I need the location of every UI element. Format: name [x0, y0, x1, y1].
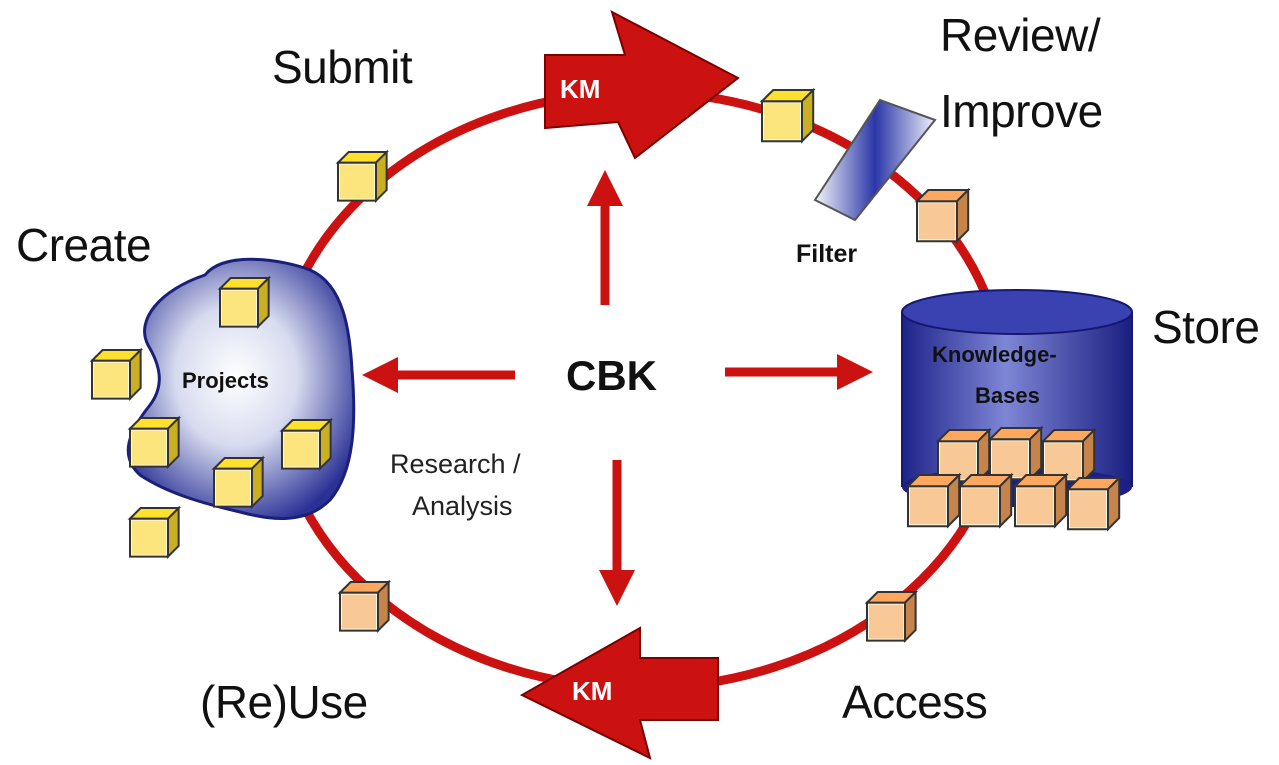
- km-top-label: KM: [560, 74, 600, 104]
- filter-label: Filter: [796, 240, 857, 268]
- cube-icon: [987, 425, 1044, 482]
- cube-icon: [1012, 472, 1069, 529]
- cube-icon: [279, 417, 334, 472]
- cube-icon: [89, 347, 144, 402]
- stage-access: Access: [842, 676, 988, 728]
- cube-icon: [935, 427, 992, 484]
- cube-icon: [957, 472, 1014, 529]
- projects-label: Projects: [182, 368, 269, 393]
- km-bottom-label: KM: [572, 676, 612, 706]
- filter-pane-icon: [813, 98, 937, 222]
- stage-create: Create: [16, 219, 152, 271]
- stage-reuse: (Re)Use: [200, 676, 368, 728]
- cube-icon: [864, 589, 919, 644]
- cube-icon: [914, 187, 971, 244]
- stage-review: Review/: [940, 9, 1101, 61]
- cubes-layer: [89, 87, 1122, 644]
- center-arrows: [362, 170, 873, 606]
- cube-icon: [127, 415, 182, 470]
- kb-label-1: Knowledge-: [932, 342, 1057, 367]
- cube-icon: [759, 87, 816, 144]
- cube-icon: [335, 149, 390, 204]
- stage-improve: Improve: [940, 85, 1103, 137]
- km-arrow-bottom: KM: [519, 626, 719, 760]
- cube-icon: [217, 275, 272, 330]
- cbk-label: CBK: [566, 352, 657, 399]
- research-label: Research /: [390, 449, 521, 479]
- cube-icon: [211, 455, 266, 510]
- cube-icon: [127, 505, 182, 560]
- stage-store: Store: [1152, 301, 1260, 353]
- cube-icon: [1040, 427, 1097, 484]
- kb-label-2: Bases: [975, 383, 1040, 408]
- cube-icon: [905, 472, 962, 529]
- analysis-label: Analysis: [412, 491, 513, 521]
- cube-icon: [337, 579, 392, 634]
- stage-submit: Submit: [272, 41, 413, 93]
- km-arrow-top: KM: [544, 10, 740, 160]
- cube-icon: [1065, 475, 1122, 532]
